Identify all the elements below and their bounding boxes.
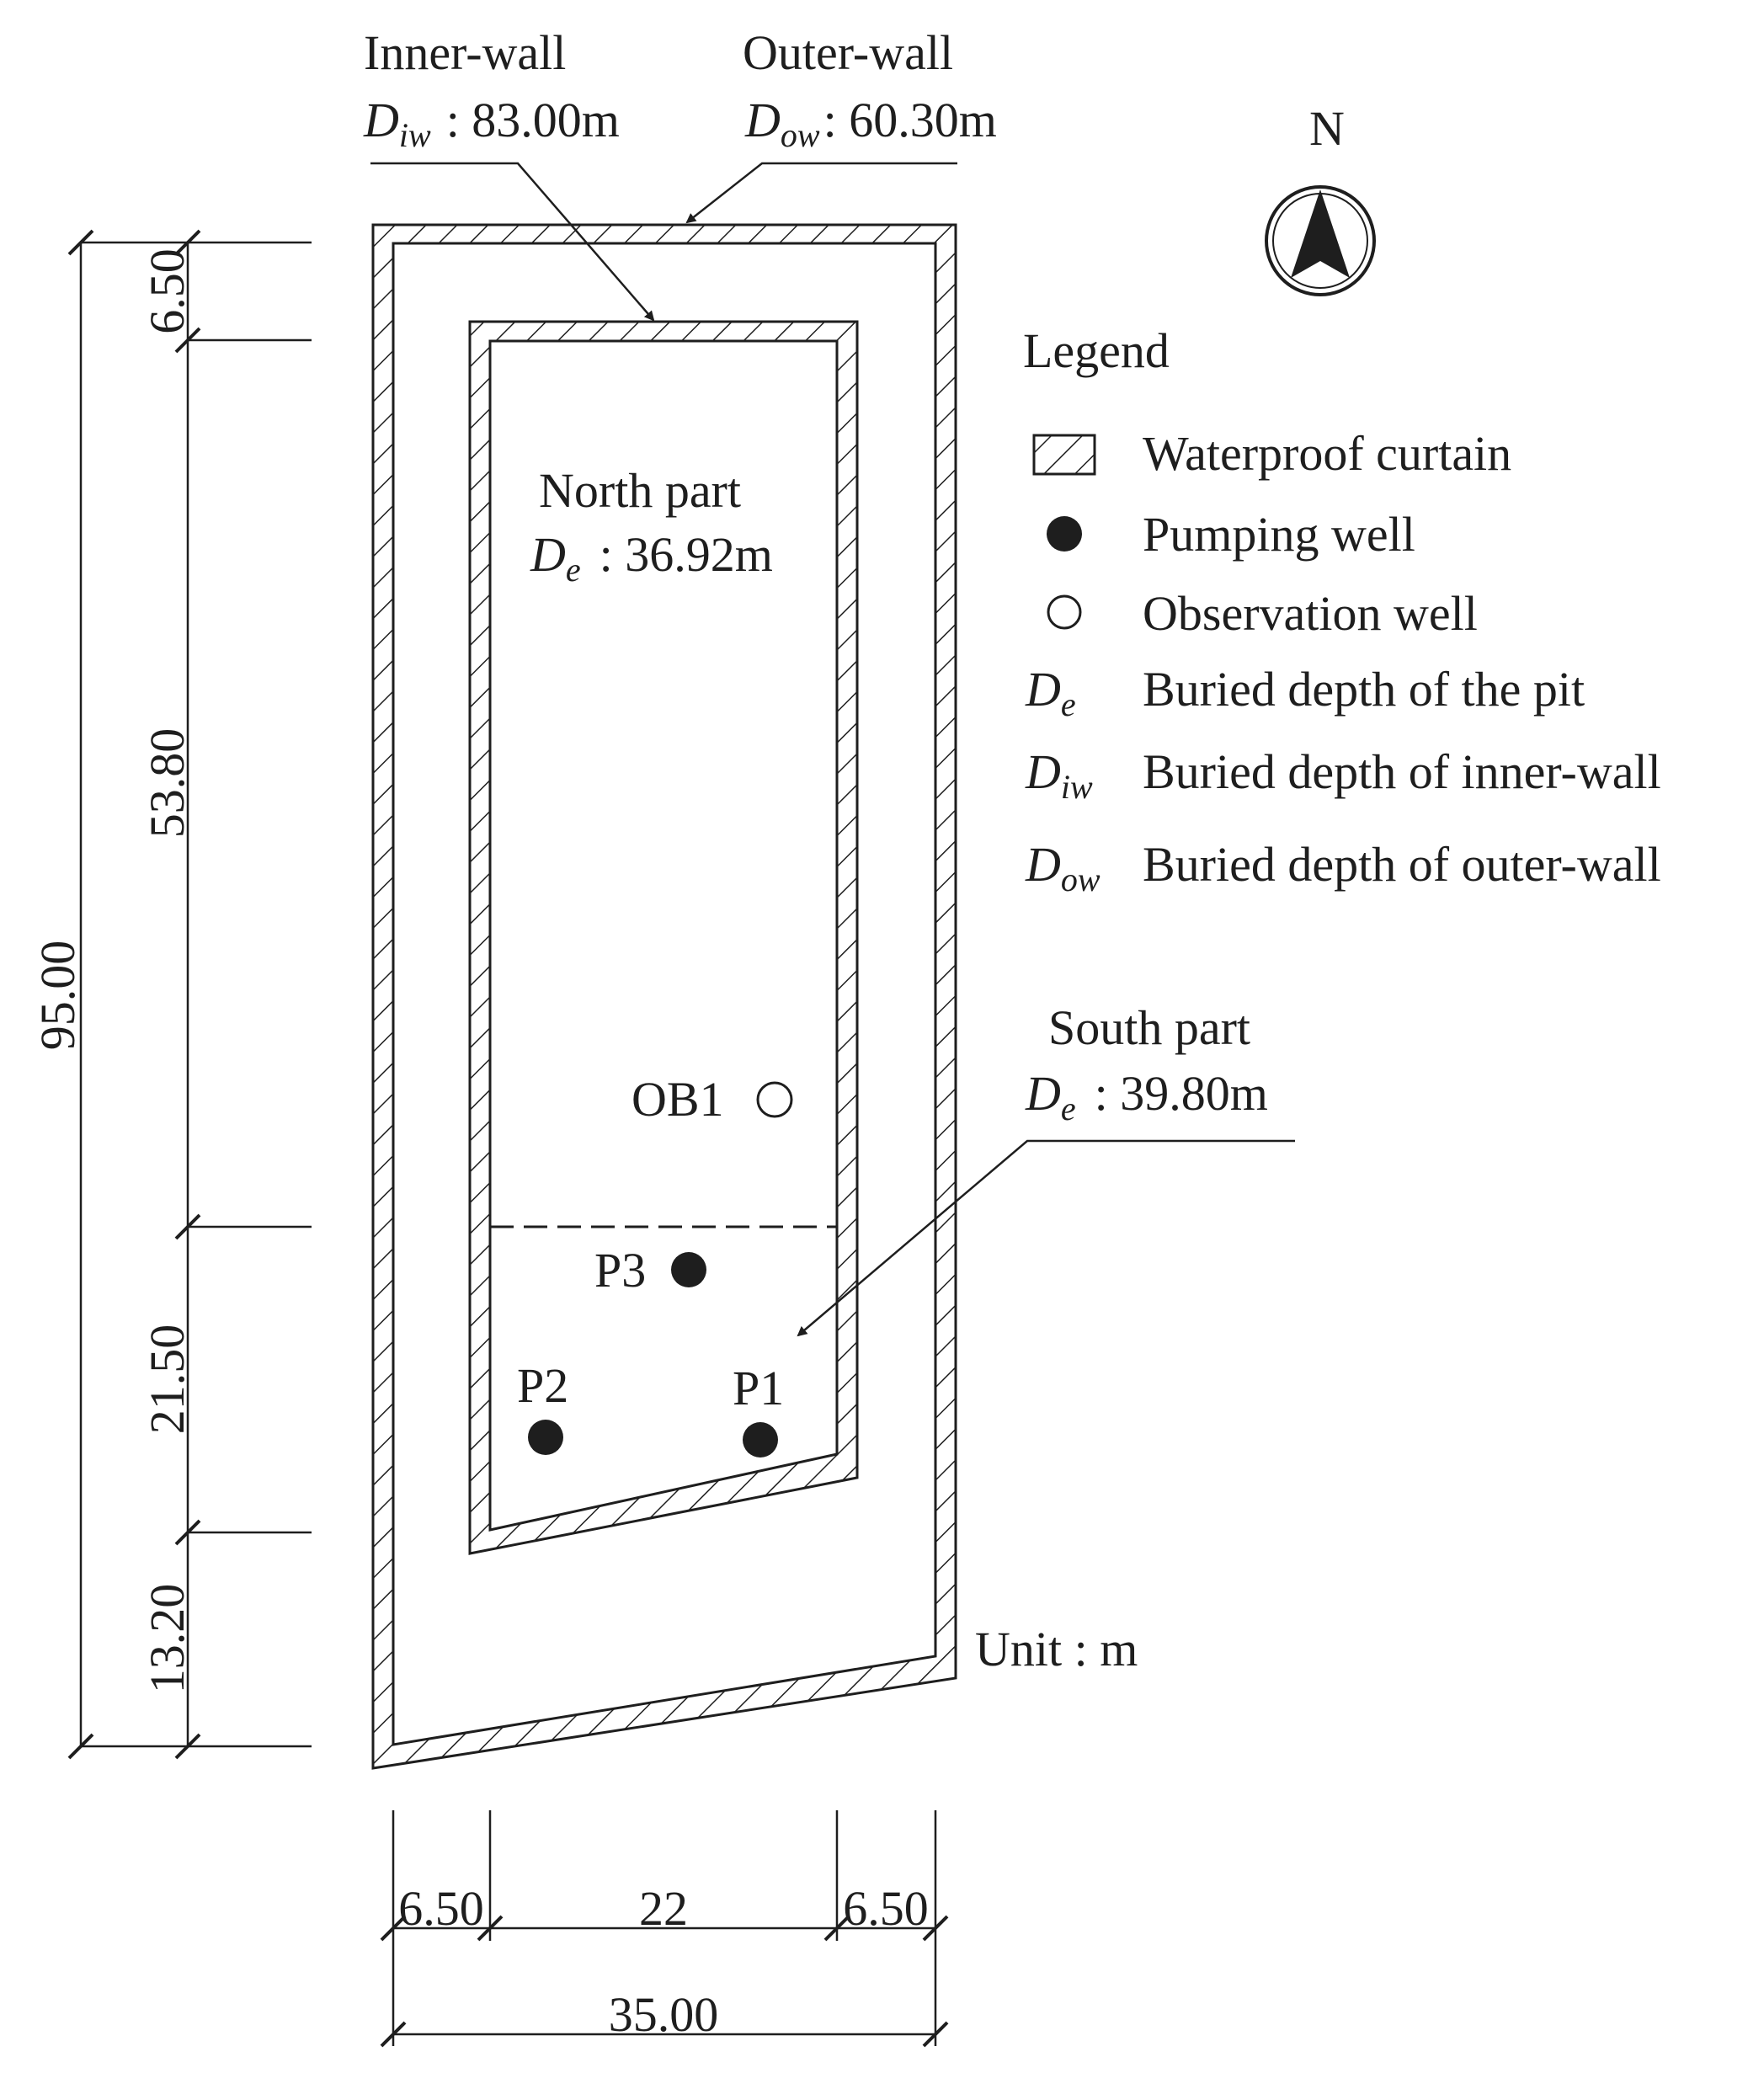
vertical-dimensions bbox=[67, 229, 312, 1760]
legend-symbol-dow: Dow bbox=[1025, 837, 1101, 898]
dimension-horizontal-segment-1: 6.50 bbox=[398, 1881, 484, 1936]
legend-item-waterproof-curtain: Waterproof curtain bbox=[1143, 426, 1511, 481]
inner-wall-leader bbox=[370, 162, 655, 322]
filled-circle-icon bbox=[1047, 516, 1082, 552]
well-label-p1: P1 bbox=[733, 1361, 784, 1415]
well-label-p2: P2 bbox=[517, 1358, 568, 1413]
south-part-depth: De: 39.80m bbox=[1025, 1066, 1268, 1127]
legend-symbol-de: De bbox=[1025, 662, 1076, 723]
south-part-title: South part bbox=[1048, 1000, 1250, 1055]
north-arrow-icon bbox=[1265, 185, 1376, 296]
pumping-well-p1 bbox=[743, 1422, 778, 1458]
legend-item-pumping-well: Pumping well bbox=[1143, 507, 1415, 562]
inner-wall-depth: Diw: 83.00m bbox=[363, 93, 620, 154]
dimension-vertical-segment-1: 6.50 bbox=[140, 248, 195, 334]
dimension-vertical-segment-4: 13.20 bbox=[140, 1584, 195, 1694]
legend-item-observation-well: Observation well bbox=[1143, 586, 1478, 641]
north-part-depth: De: 36.92m bbox=[530, 527, 773, 589]
dimension-horizontal-total: 35.00 bbox=[609, 1987, 719, 2042]
dimension-vertical-segment-3: 21.50 bbox=[140, 1324, 195, 1435]
outer-wall-title: Outer-wall bbox=[743, 25, 953, 80]
outer-wall-depth: Dow: 60.30m bbox=[744, 93, 997, 154]
well-label-ob1: OB1 bbox=[632, 1072, 724, 1127]
unit-label: Unit : m bbox=[975, 1622, 1138, 1676]
dimension-vertical-total: 95.00 bbox=[30, 941, 85, 1051]
south-part-leader bbox=[797, 1139, 1295, 1337]
pumping-well-p2 bbox=[528, 1420, 563, 1455]
horizontal-dimensions bbox=[380, 1810, 949, 2048]
observation-well-ob1 bbox=[756, 1081, 793, 1118]
dimension-horizontal-segment-2: 22 bbox=[639, 1881, 688, 1936]
north-part-title: North part bbox=[539, 463, 741, 518]
dimension-horizontal-segment-3: 6.50 bbox=[843, 1881, 929, 1936]
well-label-p3: P3 bbox=[594, 1243, 646, 1298]
outer-wall bbox=[371, 223, 957, 1770]
outer-wall-leader bbox=[685, 162, 957, 224]
north-label: N bbox=[1309, 101, 1345, 156]
legend-title: Legend bbox=[1023, 323, 1170, 378]
hatched-box-icon bbox=[1032, 434, 1096, 476]
inner-wall bbox=[468, 320, 859, 1555]
dimension-vertical-segment-2: 53.80 bbox=[140, 728, 195, 839]
inner-wall-title: Inner-wall bbox=[364, 25, 566, 80]
legend-item-buried-depth-inner-wall: Buried depth of inner-wall bbox=[1143, 744, 1661, 799]
legend-symbol-diw: Diw bbox=[1025, 744, 1093, 806]
pumping-well-p3 bbox=[671, 1252, 706, 1287]
legend-item-buried-depth-pit: Buried depth of the pit bbox=[1143, 662, 1585, 717]
legend: Legend Waterproof curtain Pumping well O… bbox=[1023, 323, 1661, 898]
legend-item-buried-depth-outer-wall: Buried depth of outer-wall bbox=[1143, 837, 1661, 892]
open-circle-icon bbox=[1047, 594, 1082, 630]
